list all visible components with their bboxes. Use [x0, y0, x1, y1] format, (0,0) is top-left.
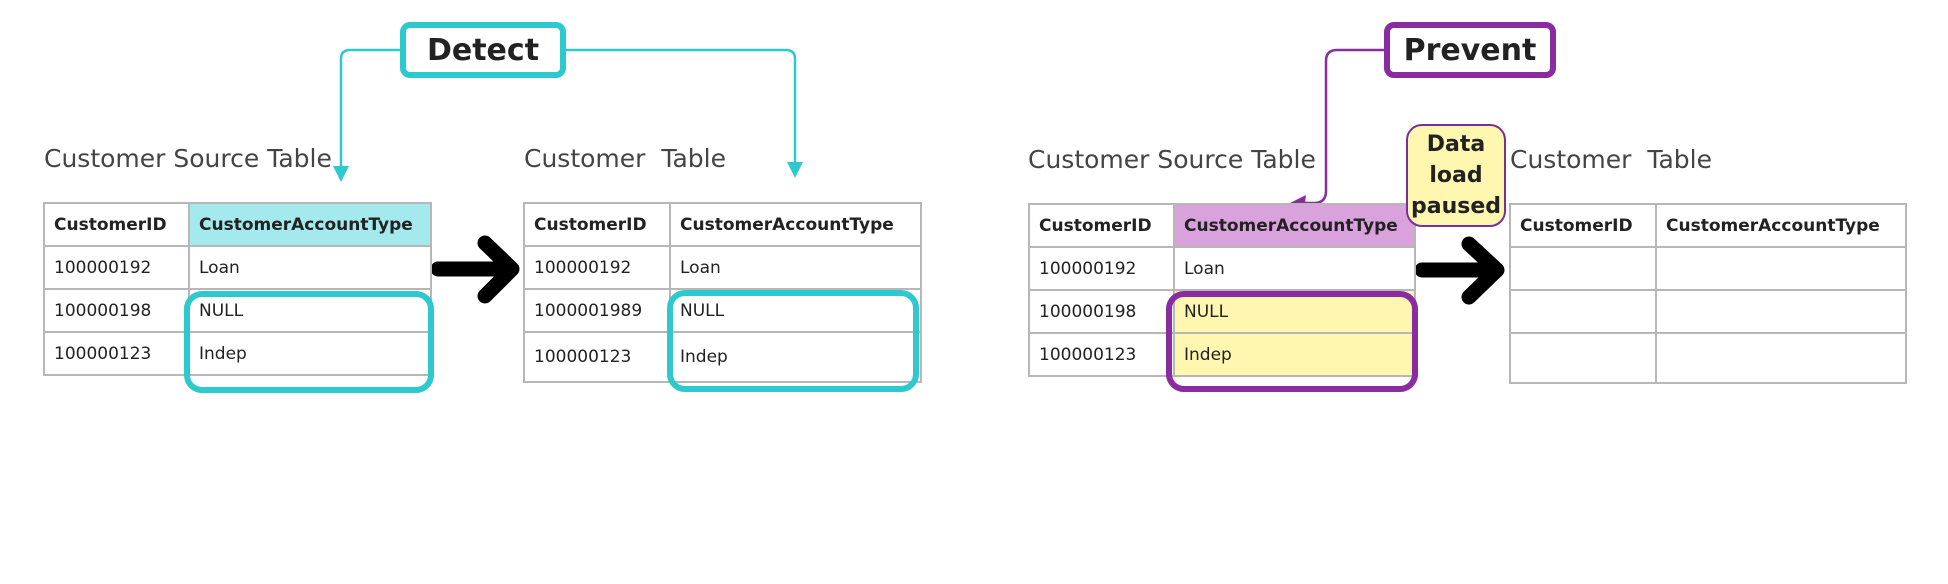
table-header-row: CustomerID CustomerAccountType [43, 202, 432, 247]
table-cell: Indep [188, 331, 432, 376]
table-cell [1655, 246, 1907, 291]
detect-source-highlight [184, 291, 434, 393]
table-row [1509, 289, 1907, 334]
detect-target-highlight [667, 290, 919, 392]
table-header-row: CustomerID CustomerAccountType [1028, 203, 1416, 248]
right-arrow-icon [1414, 236, 1505, 305]
table-cell: Loan [1173, 246, 1416, 291]
prevent-target-table: CustomerID CustomerAccountType [1509, 203, 1907, 384]
table-cell: 100000198 [1028, 289, 1175, 334]
table-row [1509, 246, 1907, 291]
detect-source-title: Customer Source Table [44, 144, 332, 173]
prevent-connector [1300, 48, 1385, 205]
data-load-paused-badge: Data load paused [1406, 124, 1506, 227]
table-row [1509, 332, 1907, 384]
header-cell-highlighted: CustomerAccountType [188, 202, 432, 247]
arrow-down-icon [787, 162, 803, 178]
table-row: 100000123 Indep [523, 331, 922, 383]
table-cell: 100000123 [523, 331, 671, 383]
table-row: 100000192 Loan [1028, 246, 1416, 291]
table-header-row: CustomerID CustomerAccountType [523, 202, 922, 247]
table-cell: Indep [669, 331, 922, 383]
table-cell [1655, 332, 1907, 384]
right-arrow-icon [430, 235, 520, 304]
prevent-source-title: Customer Source Table [1028, 145, 1316, 174]
table-cell [1509, 289, 1657, 334]
table-row: 100000123 Indep [43, 331, 432, 376]
detect-label: Detect [400, 22, 566, 78]
arrow-down-icon [333, 166, 349, 182]
header-cell: CustomerAccountType [1655, 203, 1907, 248]
table-cell: 100000192 [523, 245, 671, 290]
header-cell: CustomerID [43, 202, 190, 247]
table-cell-flagged: Indep [1173, 332, 1416, 377]
table-cell: Loan [188, 245, 432, 290]
detect-connector-right [565, 48, 797, 164]
table-header-row: CustomerID CustomerAccountType [1509, 203, 1907, 248]
table-cell: 1000001989 [523, 288, 671, 333]
table-cell: 100000192 [43, 245, 190, 290]
table-cell: 100000123 [1028, 332, 1175, 377]
table-cell: 100000123 [43, 331, 190, 376]
table-cell: 100000192 [1028, 246, 1175, 291]
header-cell-highlighted: CustomerAccountType [1173, 203, 1416, 248]
table-row: 100000192 Loan [523, 245, 922, 290]
header-cell: CustomerAccountType [669, 202, 922, 247]
table-row: 100000123 Indep [1028, 332, 1416, 377]
prevent-label: Prevent [1384, 22, 1556, 78]
table-cell [1509, 332, 1657, 384]
table-cell: 100000198 [43, 288, 190, 333]
prevent-source-highlight [1166, 291, 1418, 392]
table-cell: Loan [669, 245, 922, 290]
table-row: 100000192 Loan [43, 245, 432, 290]
header-cell: CustomerID [523, 202, 671, 247]
detect-connector-left [339, 48, 402, 168]
detect-source-table: CustomerID CustomerAccountType 100000192… [43, 202, 432, 376]
detect-target-title: Customer Table [524, 144, 726, 173]
prevent-target-title: Customer Table [1510, 145, 1712, 174]
header-cell: CustomerID [1028, 203, 1175, 248]
table-cell [1509, 246, 1657, 291]
table-cell [1655, 289, 1907, 334]
header-cell: CustomerID [1509, 203, 1657, 248]
